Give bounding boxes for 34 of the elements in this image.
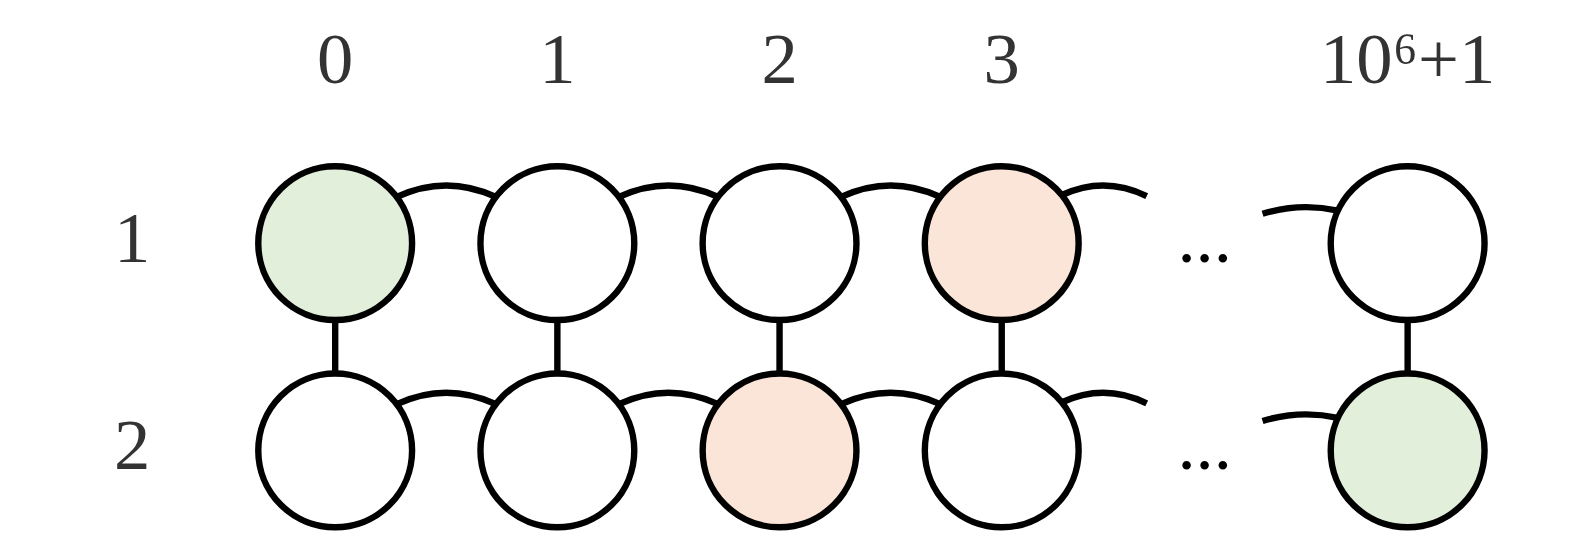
- connector: [617, 182, 719, 200]
- connector: [553, 320, 561, 373]
- connector: [331, 320, 338, 373]
- connector: [839, 182, 941, 200]
- connector: [998, 320, 1005, 373]
- node-circle: [1327, 370, 1488, 531]
- label: 3: [983, 18, 1020, 100]
- connector: [1261, 411, 1339, 425]
- node-circle: [1327, 163, 1488, 324]
- node-circle: [698, 370, 860, 531]
- node-text: ...: [1176, 403, 1232, 485]
- node-circle: [921, 163, 1082, 324]
- connector: [1060, 182, 1148, 199]
- node-circle: [476, 163, 637, 324]
- connector: [839, 389, 941, 408]
- connector: [1060, 389, 1148, 407]
- node-circle: [254, 163, 415, 324]
- connector: [395, 389, 497, 408]
- label: 2: [760, 18, 798, 100]
- connector: [1261, 203, 1339, 217]
- label: 0: [316, 18, 353, 100]
- label: 1: [538, 18, 576, 100]
- node-circle: [476, 370, 637, 531]
- connector: [395, 182, 496, 200]
- connector: [775, 320, 783, 373]
- node-circle: [254, 370, 415, 531]
- label: 2: [113, 403, 150, 485]
- label: 10⁶+1: [1319, 18, 1495, 100]
- connector: [1403, 320, 1411, 373]
- connector: [617, 389, 719, 408]
- node-circle: [698, 163, 860, 324]
- node-text: ...: [1176, 196, 1232, 278]
- label: 1: [113, 196, 150, 278]
- node-circle: [921, 370, 1082, 531]
